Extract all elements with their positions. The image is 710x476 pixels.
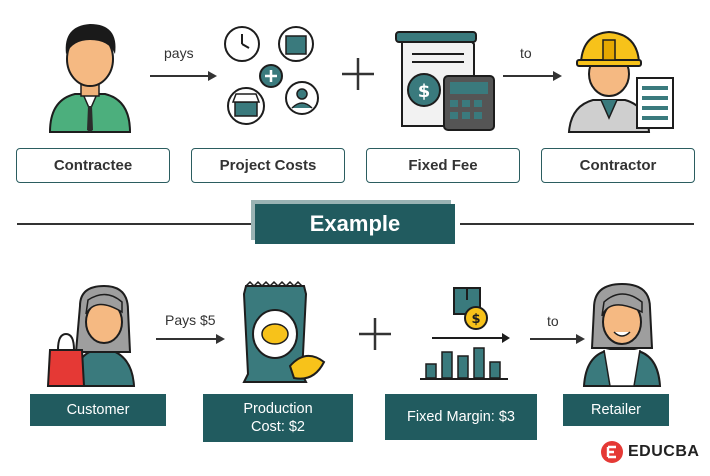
arrow-right-icon (156, 334, 225, 344)
project-costs-box: Project Costs (191, 148, 345, 183)
fixed-fee-box: Fixed Fee (366, 148, 520, 183)
top-arrow1-label: pays (164, 45, 194, 61)
educba-logo-icon (601, 441, 623, 463)
svg-text:$: $ (471, 312, 480, 327)
fixed-fee-icon: $ (395, 31, 495, 131)
retailer-box: Retailer (563, 394, 669, 426)
plus-icon (342, 58, 374, 90)
divider-right (460, 223, 694, 225)
retailer-icon (582, 282, 662, 387)
svg-text:$: $ (418, 81, 431, 102)
production-cost-box: Production Cost: $2 (203, 394, 353, 442)
production-cost-line1: Production (243, 401, 313, 417)
chips-bag-icon (242, 280, 326, 383)
arrow-right-icon (503, 71, 562, 81)
arrow-right-icon (530, 334, 585, 344)
contractor-icon (567, 30, 674, 133)
customer-icon (46, 284, 136, 387)
brand-name: EDUCBA (628, 443, 700, 460)
contractor-box: Contractor (541, 148, 695, 183)
contractee-person-icon (48, 24, 132, 133)
production-cost-line2: Cost: $2 (251, 419, 305, 435)
contractee-box: Contractee (16, 148, 170, 183)
plus-icon (359, 318, 391, 350)
bottom-arrow1-label: Pays $5 (165, 312, 216, 328)
fixed-margin-box: Fixed Margin: $3 (385, 394, 537, 440)
arrow-right-icon (150, 71, 217, 81)
divider-left (17, 223, 251, 225)
bottom-arrow2-label: to (547, 313, 559, 329)
project-costs-icon (224, 26, 319, 125)
example-banner: Example (255, 204, 455, 244)
customer-box: Customer (30, 394, 166, 426)
fixed-margin-icon: $ (420, 287, 510, 380)
top-arrow2-label: to (520, 45, 532, 61)
